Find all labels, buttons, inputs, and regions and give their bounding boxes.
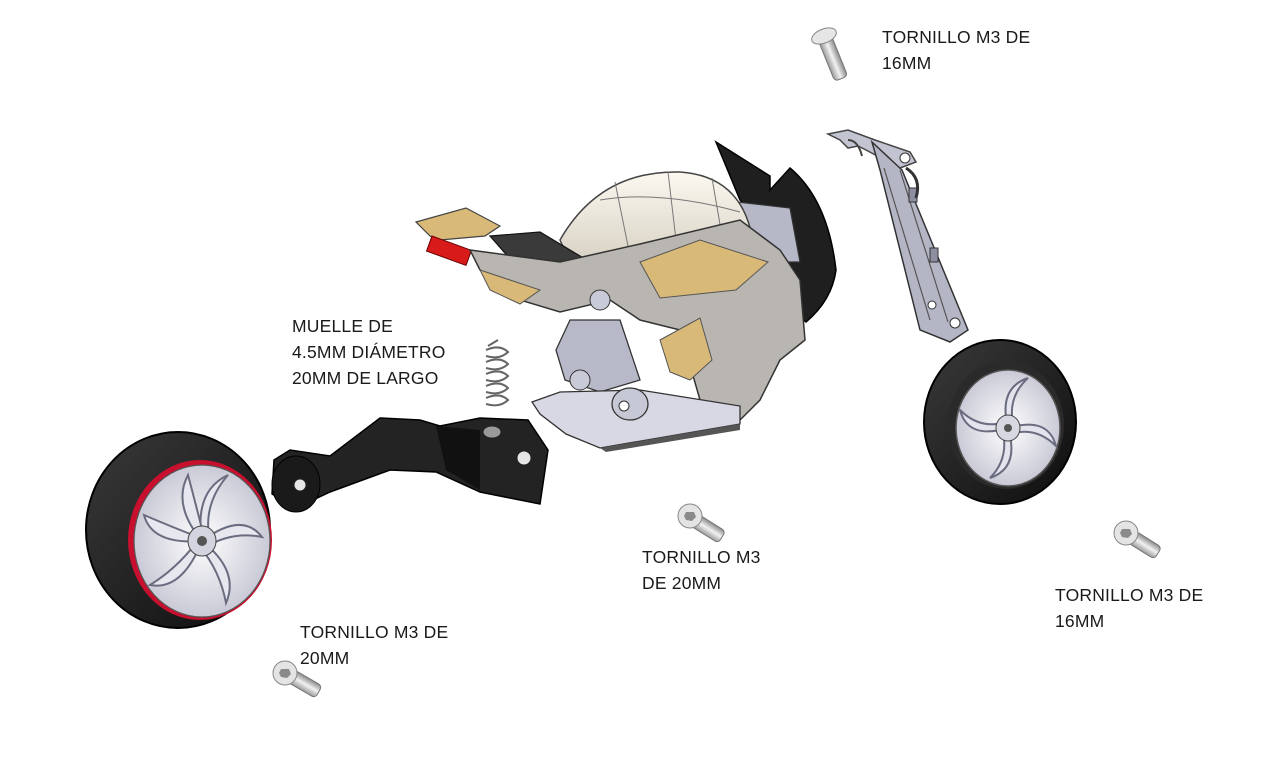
label-line: TORNILLO M3 DE [882, 27, 1031, 47]
front-wheel-icon [923, 339, 1077, 505]
screw-middle-icon [677, 503, 725, 543]
label-line: MUELLE DE [292, 316, 393, 336]
label-line: 20MM [300, 648, 350, 668]
label-screw-right: TORNILLO M3 DE 16MM [1055, 582, 1203, 634]
label-screw-bottom-left: TORNILLO M3 DE 20MM [300, 619, 448, 671]
motorcycle-body-icon [414, 140, 837, 452]
label-line: 16MM [882, 53, 932, 73]
label-screw-middle: TORNILLO M3 DE 20MM [642, 544, 761, 596]
label-screw-top: TORNILLO M3 DE 16MM [882, 24, 1030, 76]
label-line: TORNILLO M3 [642, 547, 761, 567]
label-line: TORNILLO M3 DE [300, 622, 449, 642]
label-line: TORNILLO M3 DE [1055, 585, 1204, 605]
swingarm-icon [271, 417, 549, 513]
fork-icon [825, 129, 969, 343]
label-line: DE 20MM [642, 573, 722, 593]
screw-bottom-left-icon [272, 660, 322, 698]
label-spring: MUELLE DE 4.5MM DIÁMETRO 20MM DE LARGO [292, 313, 446, 391]
rear-wheel-icon [85, 431, 272, 629]
screw-top-icon [811, 27, 848, 81]
spring-icon [485, 339, 510, 407]
label-line: 16MM [1055, 611, 1105, 631]
label-line: 20MM DE LARGO [292, 368, 439, 388]
screw-right-icon [1113, 520, 1161, 559]
label-line: 4.5MM DIÁMETRO [292, 342, 446, 362]
